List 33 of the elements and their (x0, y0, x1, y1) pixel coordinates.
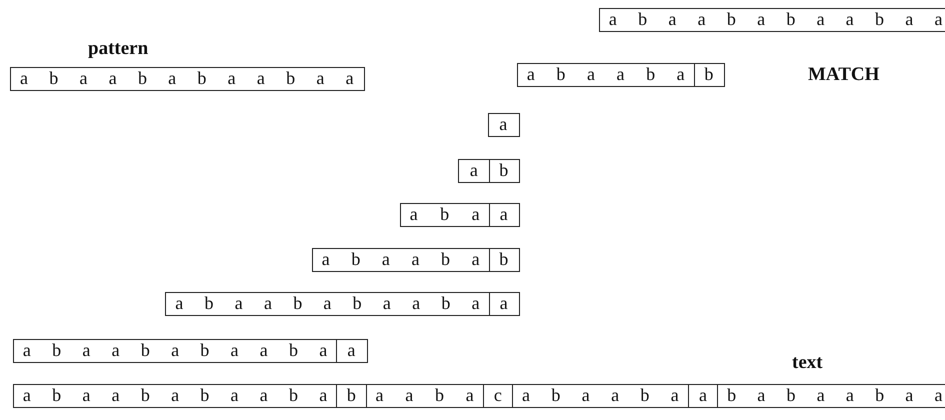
letter-strip (165, 292, 520, 316)
letter-strip (516, 63, 725, 87)
letter-strip (458, 159, 520, 183)
letter-sequence: a a b a (366, 385, 483, 407)
letter-sequence: a b a (408, 204, 481, 226)
strip-heading: text (792, 352, 823, 374)
letter-sequence: a b a a b a b a a b a (22, 385, 328, 407)
marked-letter-cell: c (482, 385, 512, 407)
letter-sequence: a b a a b a (526, 64, 686, 86)
marked-letter-cell: b (488, 249, 518, 271)
marked-letter-cell: b (694, 64, 723, 86)
letter-sequence: a b a a b a b a a b a a (608, 9, 944, 31)
marked-letter-cell: b (336, 385, 366, 407)
letter-sequence: a b a a b a b a a b a (22, 340, 328, 362)
marked-letter-cell: a (688, 385, 718, 407)
marked-letter-cell: a (336, 340, 366, 362)
letter-strip (12, 384, 945, 408)
letter-sequence: b a b a a b a a (717, 385, 945, 407)
letter-sequence: a b a a b a (320, 249, 481, 271)
match-label: MATCH (808, 64, 880, 86)
letter-sequence: a (468, 160, 479, 182)
strip-heading: pattern (88, 38, 148, 60)
letter-sequence: a b a a b a (512, 385, 688, 407)
letter-strip (400, 203, 520, 227)
letter-sequence: a b a a b a b a a b a (174, 293, 481, 315)
letter-strip (312, 248, 520, 272)
marked-letter-cell: a (488, 293, 518, 315)
letter-sequence: a (498, 114, 508, 136)
marked-letter-cell: b (488, 160, 518, 182)
letter-strip (488, 113, 520, 137)
letter-strip (12, 339, 368, 363)
marked-letter-cell: a (488, 204, 518, 226)
letter-sequence: a b a a b a b a a b a a (19, 68, 355, 90)
